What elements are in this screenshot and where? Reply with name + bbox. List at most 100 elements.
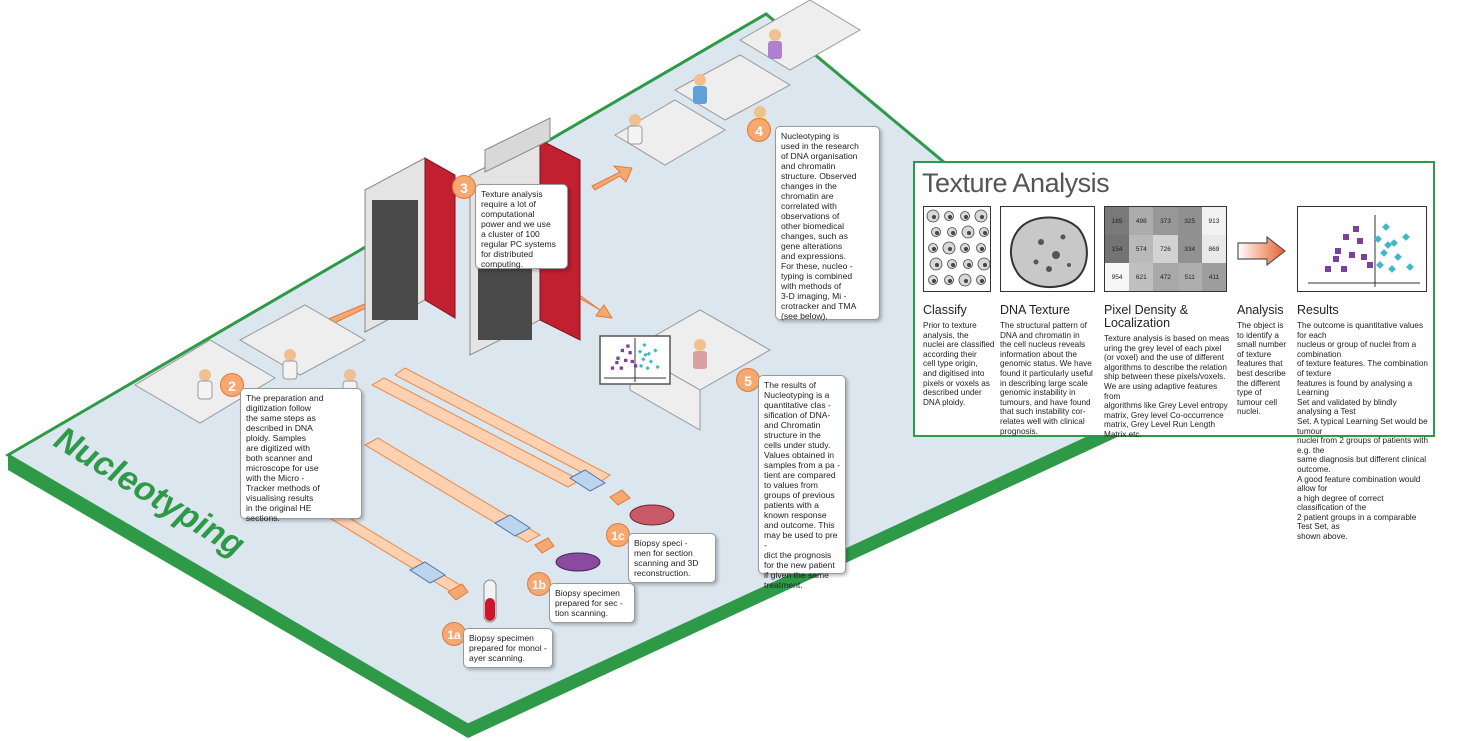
group-b-marker — [1384, 241, 1392, 249]
cell-nucleolus — [951, 231, 955, 235]
step-callout-1a: Biopsy specimen prepared for monol - aye… — [463, 628, 553, 668]
step-callout-3: Texture analysis require a lot of comput… — [475, 184, 568, 269]
cell-nucleolus — [932, 215, 936, 219]
pixel-cell: 325 — [1177, 207, 1202, 235]
group-a-marker — [626, 344, 630, 348]
specimen-1b — [555, 552, 601, 572]
group-b-marker — [637, 349, 643, 354]
cell-nucleolus — [967, 231, 971, 235]
group-b-marker — [645, 365, 650, 371]
step-badge-1c: 1c — [606, 523, 630, 547]
step-badge-5: 5 — [736, 368, 760, 392]
pixel-cell: 726 — [1153, 235, 1178, 263]
pixel-cell: 472 — [1153, 263, 1178, 291]
group-a-marker — [610, 366, 615, 370]
group-a-marker — [1335, 248, 1341, 254]
group-a-marker — [1357, 238, 1363, 244]
pixel-cell: 511 — [1177, 263, 1202, 291]
column-text-pixel-density: Texture analysis is based on meas uring … — [1104, 334, 1230, 439]
cell-nucleolus — [964, 215, 968, 219]
results-board — [599, 335, 671, 385]
group-b-marker — [1402, 233, 1410, 241]
cell-nucleolus — [951, 263, 955, 267]
column-heading-classify: Classify — [923, 303, 967, 317]
cell-nucleolus — [948, 247, 952, 251]
pixel-cell: 498 — [1129, 207, 1154, 235]
step-callout-1c: Biopsy speci - men for section scanning … — [628, 533, 716, 583]
column-text-dna-texture: The structural pattern of DNA and chroma… — [1000, 321, 1093, 436]
group-a-marker — [628, 351, 632, 355]
test-tube — [483, 579, 497, 623]
group-a-marker — [620, 348, 625, 353]
column-heading-dna-texture: DNA Texture — [1000, 303, 1070, 317]
cell-nucleolus — [935, 263, 939, 267]
group-b-marker — [1390, 239, 1398, 247]
column-text-results: The outcome is quantitative values for e… — [1297, 321, 1429, 542]
group-b-marker — [1374, 235, 1382, 243]
group-a-marker — [624, 358, 628, 363]
group-a-marker — [616, 356, 620, 360]
column-heading-results: Results — [1297, 303, 1339, 317]
step-callout-1b: Biopsy specimen prepared for sec - tion … — [549, 583, 635, 623]
step-callout-2: The preparation and digitization follow … — [240, 388, 362, 523]
group-b-marker — [653, 348, 658, 353]
group-a-marker — [1361, 254, 1367, 260]
pixel-cell: 411 — [1201, 263, 1226, 291]
group-a-marker — [1325, 266, 1331, 272]
cell-nucleolus — [967, 263, 971, 267]
group-a-marker — [1367, 262, 1373, 268]
group-b-marker — [1394, 253, 1402, 261]
pixel-cell: 954 — [1105, 263, 1130, 291]
pixel-cell: 334 — [1177, 235, 1202, 263]
group-b-marker — [655, 364, 660, 370]
group-b-marker — [638, 363, 644, 369]
cell-nucleolus — [980, 215, 984, 219]
group-b-marker — [642, 342, 647, 348]
results-thumbnail — [1297, 206, 1427, 292]
classify-thumbnail — [923, 206, 991, 292]
analysis-arrow-icon — [1237, 236, 1286, 266]
cell-nucleolus — [964, 279, 968, 283]
step-callout-5: The results of Nucleotyping is a quantit… — [758, 375, 846, 590]
step-badge-1b: 1b — [527, 572, 551, 596]
group-a-marker — [1343, 234, 1349, 240]
group-b-marker — [1382, 223, 1390, 231]
pixel-cell: 185 — [1105, 207, 1130, 235]
group-b-marker — [1388, 265, 1396, 273]
sample-slides — [409, 469, 606, 584]
column-heading-analysis: Analysis — [1237, 303, 1284, 317]
cell-nucleolus — [980, 279, 984, 283]
column-heading-pixel-density: Pixel Density & Localization — [1104, 303, 1189, 330]
cell-nucleolus — [935, 231, 939, 235]
step-badge-4: 4 — [747, 118, 771, 142]
group-b-marker — [648, 359, 654, 364]
cell-nucleolus — [932, 247, 936, 251]
group-a-marker — [619, 366, 623, 370]
step-badge-3: 3 — [452, 175, 476, 199]
platform-side — [8, 382, 1208, 738]
group-b-marker — [646, 351, 651, 356]
group-a-marker — [615, 360, 619, 365]
group-a-marker — [630, 359, 634, 364]
results-scatter-plot — [1308, 215, 1420, 287]
cell-nucleolus — [980, 247, 984, 251]
group-b-marker — [1406, 263, 1414, 271]
classify-cells-image — [926, 209, 990, 287]
group-a-marker — [1349, 252, 1355, 258]
cell-nucleolus — [983, 231, 987, 235]
specimen-1c — [629, 504, 675, 526]
step-badge-1a: 1a — [442, 622, 466, 646]
group-a-marker — [1341, 266, 1347, 272]
group-a-marker — [633, 364, 638, 368]
group-b-marker — [643, 352, 648, 358]
pixel-cell: 373 — [1153, 207, 1178, 235]
cell-nucleolus — [964, 247, 968, 251]
group-b-marker — [1376, 261, 1384, 269]
group-b-marker — [1380, 249, 1388, 257]
pixel-cell: 869 — [1201, 235, 1226, 263]
texture-analysis-title: Texture Analysis — [922, 168, 1110, 198]
